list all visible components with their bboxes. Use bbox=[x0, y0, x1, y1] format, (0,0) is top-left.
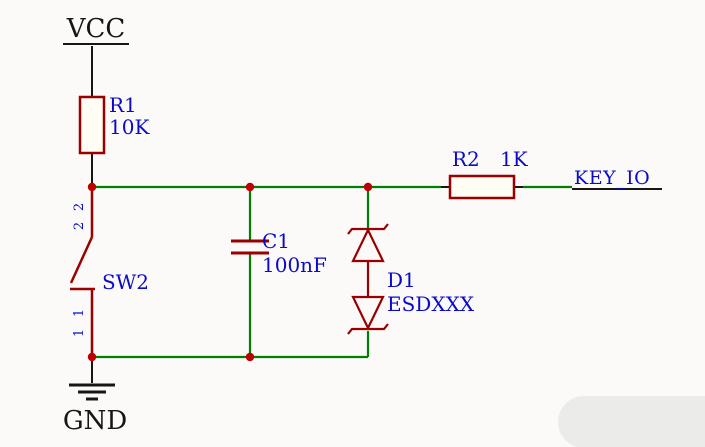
d1-bottom-triangle bbox=[351, 295, 385, 331]
r2-ref-label: R2 bbox=[452, 147, 480, 171]
wires-black bbox=[63, 43, 662, 401]
d1-bottom-cathode-bar bbox=[347, 323, 389, 335]
power-labels: VCC GND bbox=[63, 14, 127, 436]
sw2-ref-label: SW2 bbox=[102, 270, 149, 294]
c1-ref-label: C1 bbox=[262, 229, 290, 253]
sw2-pin1-number: 1 bbox=[72, 309, 87, 317]
sw2-blade bbox=[69, 236, 94, 284]
vcc-label: VCC bbox=[66, 14, 126, 44]
sw2-pin2-number: 2 bbox=[72, 203, 87, 211]
sw2-pin1-number: 1 bbox=[72, 329, 87, 337]
component-shapes bbox=[69, 95, 516, 357]
wires-green bbox=[92, 185, 572, 359]
junction-dot bbox=[245, 352, 255, 362]
r2-value-label: 1K bbox=[500, 147, 529, 171]
sw2-pin2-number: 2 bbox=[72, 222, 87, 230]
d1-value-label: ESDXXX bbox=[387, 292, 475, 316]
d1-ref-label: D1 bbox=[387, 268, 416, 292]
component-labels: R1 10K SW2 2 2 1 1 C1 100nF D1 ESDXXX R2… bbox=[72, 93, 650, 337]
c1-value-label: 100nF bbox=[262, 253, 327, 277]
junction-dot bbox=[245, 182, 255, 192]
r1-ref-label: R1 bbox=[109, 93, 137, 117]
r1-resistor-body bbox=[78, 95, 106, 155]
keyio-net-label: KEY_IO bbox=[574, 167, 650, 189]
junction-dot bbox=[363, 182, 373, 192]
d1-tvs-diode bbox=[347, 223, 389, 335]
junction-dot bbox=[87, 182, 97, 192]
junction-dot bbox=[87, 352, 97, 362]
junction-dots bbox=[87, 182, 373, 362]
r2-resistor-body bbox=[448, 174, 516, 200]
r1-value-label: 10K bbox=[109, 115, 150, 139]
gnd-label: GND bbox=[63, 406, 127, 436]
watermark bbox=[558, 396, 705, 447]
